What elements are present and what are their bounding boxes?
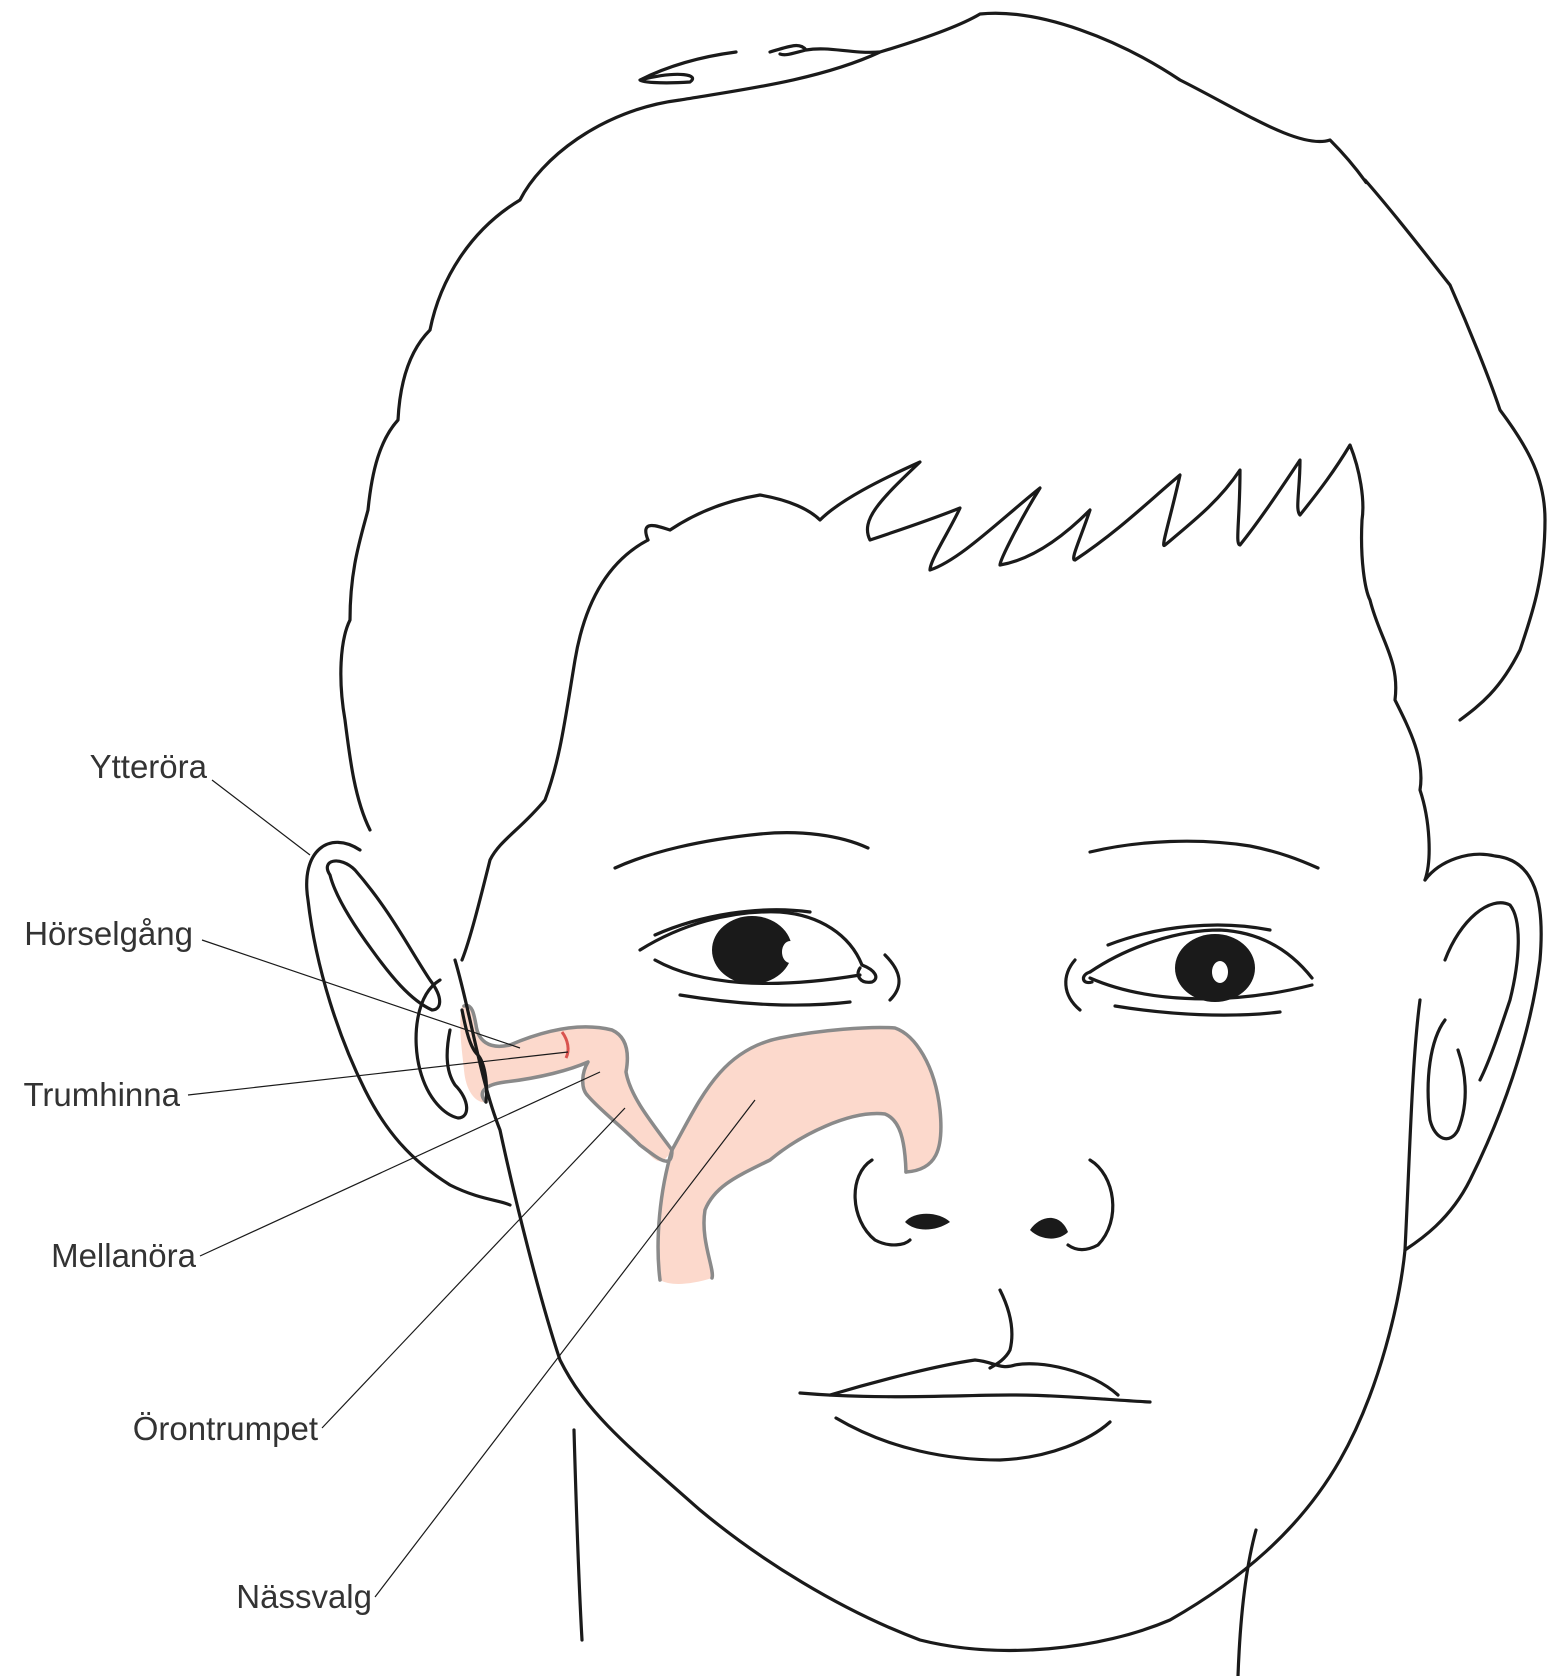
nose — [855, 1160, 1113, 1250]
right-ear-inner — [1445, 903, 1518, 1080]
label-mellanöra: Mellanöra — [51, 1237, 197, 1274]
leader-ytteröra — [212, 780, 310, 855]
nose-left-wing — [855, 1160, 910, 1245]
eyebrows — [615, 833, 1318, 868]
right-eye-highlight — [1212, 961, 1228, 983]
label-ytteröra: Ytteröra — [90, 748, 208, 785]
left-eyebrow — [615, 833, 868, 868]
eyes — [640, 910, 1312, 1015]
right-ear-outer — [1405, 854, 1541, 1250]
leader-mellanöra — [200, 1072, 600, 1256]
ear-nose-tract — [460, 1004, 941, 1284]
left-ear-concha — [416, 980, 467, 1118]
label-hörselgång: Hörselgång — [24, 915, 193, 952]
leader-hörselgång — [202, 940, 520, 1048]
right-ear-concha — [1428, 1020, 1465, 1139]
nose-right-wing — [1068, 1160, 1113, 1250]
left-iris — [712, 916, 792, 984]
right-nostril — [1030, 1218, 1068, 1239]
labels: Ytteröra Hörselgång Trumhinna Mellanöra … — [23, 748, 372, 1615]
neck-left — [574, 1430, 582, 1640]
right-eyebrow — [1090, 841, 1318, 868]
left-ear-inner — [327, 861, 439, 1010]
lower-lip — [836, 1418, 1110, 1460]
left-nostril — [905, 1214, 950, 1230]
lip-line — [800, 1393, 1150, 1402]
label-örontrumpet: Örontrumpet — [133, 1410, 318, 1447]
upper-lip — [830, 1360, 1118, 1395]
right-eye-under — [1115, 1006, 1280, 1015]
left-eye-under — [680, 995, 850, 1005]
right-nose-bridge — [1066, 960, 1080, 1010]
philtrum — [990, 1290, 1012, 1368]
left-nose-bridge — [885, 955, 899, 1000]
hair-outline — [341, 13, 1545, 830]
head-drawing — [341, 13, 1545, 1676]
label-trumhinna: Trumhinna — [23, 1076, 180, 1113]
fringe — [646, 445, 1429, 880]
leader-örontrumpet — [322, 1108, 625, 1428]
left-hair-side — [462, 540, 648, 960]
label-nässvalg: Nässvalg — [236, 1578, 372, 1615]
neck-right — [1238, 1530, 1256, 1676]
right-ear — [1405, 854, 1541, 1250]
left-eye-highlight — [782, 941, 798, 963]
mouth — [800, 1290, 1150, 1460]
